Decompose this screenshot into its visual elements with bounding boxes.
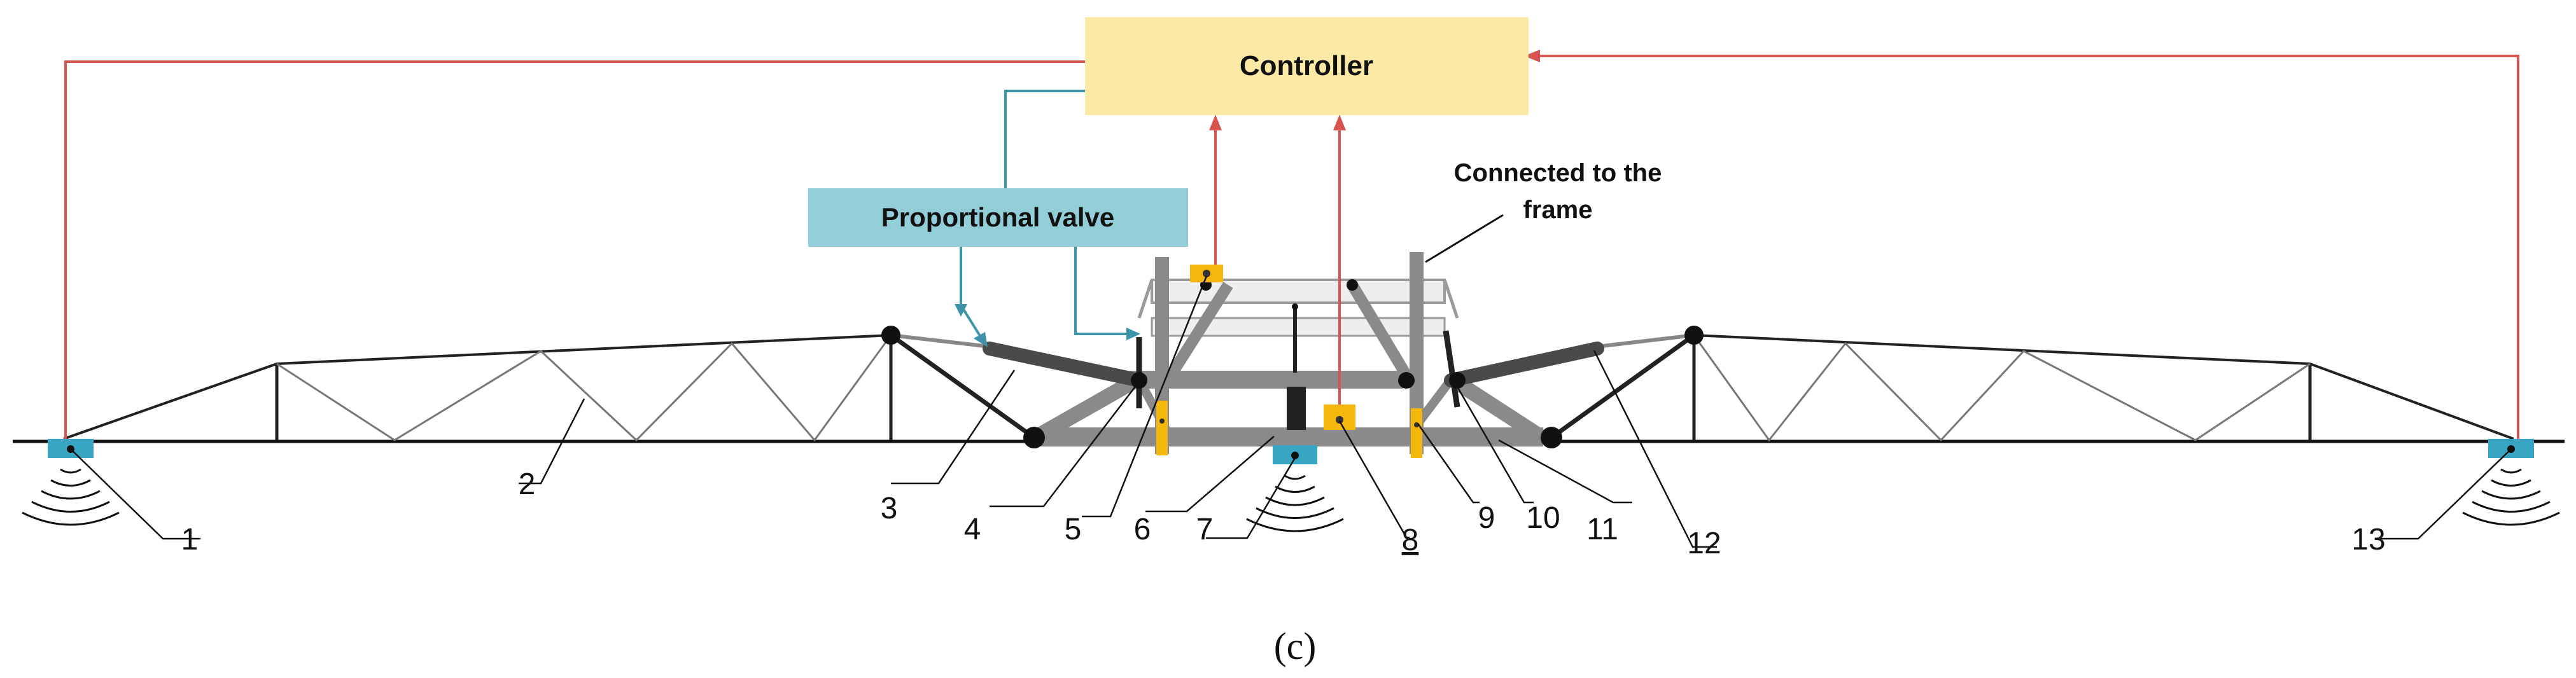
callout-7: 7: [1196, 513, 1214, 546]
callout-10: 10: [1526, 501, 1560, 535]
pivot-joints: [881, 279, 1704, 448]
callout-6: 6: [1134, 513, 1151, 546]
valve-label: Proportional valve: [881, 202, 1114, 232]
proportional-valve-box: Proportional valve: [808, 188, 1188, 247]
controller-box: Controller: [1085, 17, 1529, 115]
callout-1: 1: [181, 523, 199, 557]
right-leveling-cylinder: [1443, 330, 1460, 408]
controller-rect: [1085, 17, 1529, 115]
control-lines: [955, 90, 1140, 347]
frame-note-line1: Connected to the: [1454, 159, 1662, 187]
left-main-cylinder: [983, 342, 1146, 387]
callout-3: 3: [881, 492, 898, 525]
sound-wave-icons: [22, 468, 2560, 532]
frame-annotation: Connected to the frame: [1425, 159, 1662, 263]
callout-9: 9: [1478, 501, 1495, 535]
callout-8: 8: [1402, 523, 1419, 557]
callout-11: 11: [1586, 513, 1618, 546]
callout-2: 2: [519, 467, 536, 501]
callout-12: 12: [1687, 527, 1721, 560]
right-boom-truss: [1550, 333, 2514, 442]
callout-5: 5: [1065, 513, 1082, 546]
left-boom-truss: [63, 333, 1036, 442]
callout-leaders: [70, 275, 2512, 548]
ultrasonic-sensors: [48, 439, 2534, 464]
callout-4: 4: [964, 513, 981, 546]
controller-label: Controller: [1240, 50, 1373, 81]
valve-rect: [808, 188, 1188, 247]
callout-numbers: 1 2 3 4 5 6 7 8 9 10 11 12 13: [181, 467, 2386, 560]
right-main-cylinder: [1444, 342, 1604, 387]
central-frame: [1033, 252, 1544, 454]
frame-note-line2: frame: [1523, 196, 1593, 224]
callout-13: 13: [2351, 523, 2385, 557]
figure-caption: (c): [1274, 625, 1317, 667]
